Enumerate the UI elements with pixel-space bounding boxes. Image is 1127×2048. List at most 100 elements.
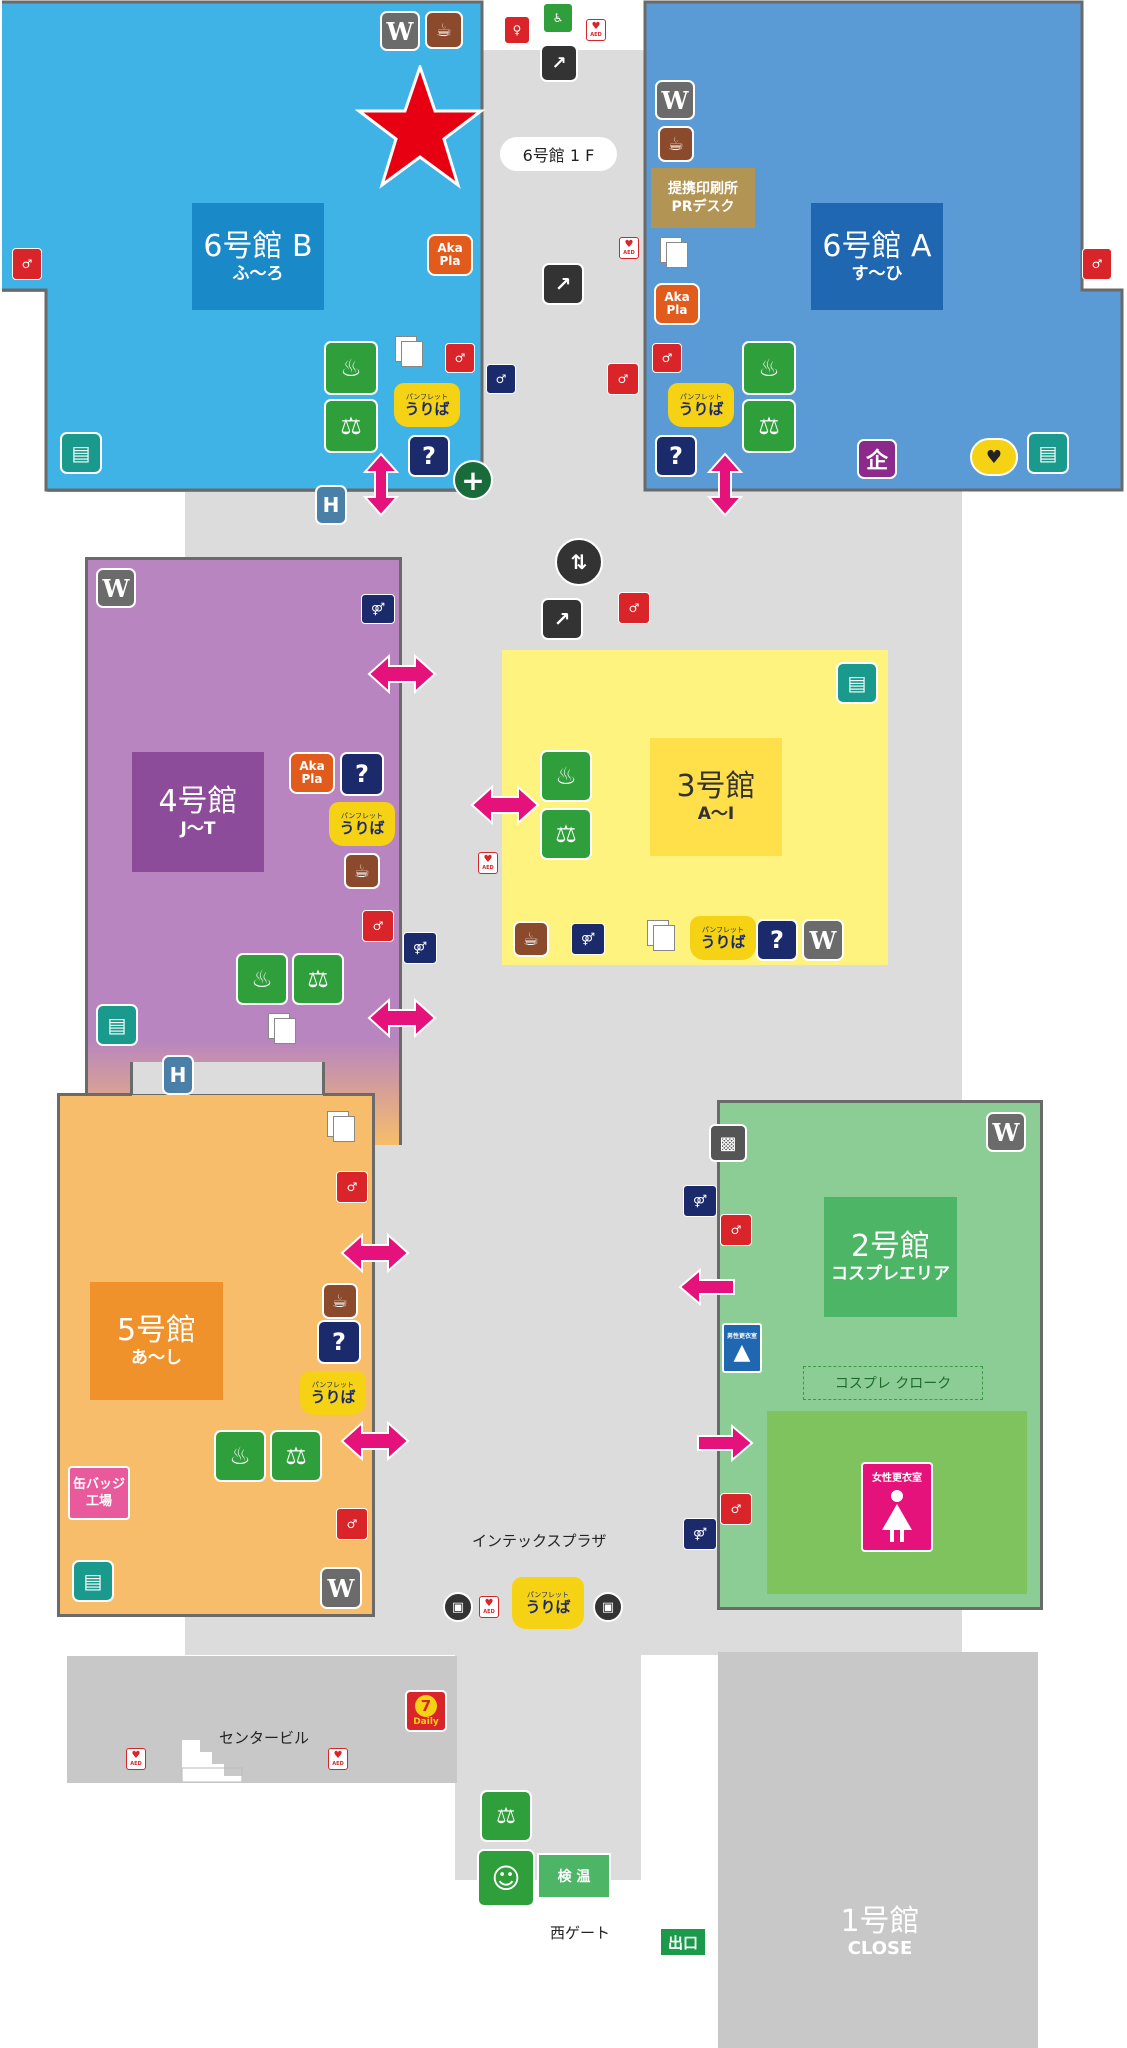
aed-icon[interactable]: ♥AED [328,1748,348,1770]
toilet-mf-icon[interactable]: ⚤ [571,923,605,955]
pamph-main: うりば [339,818,385,837]
cart-icon[interactable]: ▤ [96,1004,138,1046]
wifi-w-icon[interactable]: W [96,568,136,608]
aed-label: AED [483,1609,495,1615]
toilet-mf-icon[interactable]: ⚤ [361,594,395,624]
toilet-icon[interactable]: ♂ [445,343,475,373]
aed-icon[interactable]: ♥AED [619,237,639,259]
cart-icon[interactable]: ▤ [1027,432,1069,474]
temp-check-box[interactable]: 検 温 [537,1853,611,1899]
aed-icon[interactable]: ♥AED [478,852,498,874]
first-aid-icon[interactable]: + [453,460,493,500]
aed-icon[interactable]: ♥AED [586,19,606,41]
wifi-w-icon[interactable]: W [320,1567,362,1609]
toilet-icon[interactable]: ♂ [607,363,639,395]
baggage-icon[interactable]: H [315,485,347,525]
dressing-room-icon[interactable]: 男性更衣室 ▲ [722,1323,762,1373]
cart-icon[interactable]: ▤ [72,1560,114,1602]
handwash-icon[interactable]: ♨ [214,1430,266,1482]
sanitizer-icon[interactable]: ⚖ [742,399,796,453]
pamphlet-sales-icon[interactable]: パンフレットうりば [668,383,734,427]
help-icon[interactable]: ? [655,435,697,477]
pamph-main: うりば [310,1387,356,1406]
toilet-mf-icon[interactable]: ⚤ [683,1518,717,1550]
help-icon[interactable]: ? [408,435,450,477]
aed-icon[interactable]: ♥AED [126,1748,146,1770]
toilet-men-icon[interactable]: ♂ [486,364,516,394]
toilet-mf-icon[interactable]: ⚤ [403,932,437,964]
toilet-icon[interactable]: ♂ [362,910,394,942]
cart-icon[interactable]: ▤ [60,432,102,474]
food-icon[interactable]: ☕ [658,126,694,162]
intex-plaza-label: インテックスプラザ [472,1532,607,1550]
help-icon[interactable]: ? [317,1320,361,1364]
women-dressing-room[interactable]: 女性更衣室 [861,1462,933,1552]
bus-icon[interactable]: ▩ [709,1124,747,1162]
arrow-4-upper [367,653,437,695]
toilet-icon[interactable]: ♀ [504,16,530,44]
locker-icon[interactable]: ▣ [443,1592,473,1622]
multipurpose-toilet-icon[interactable]: ♿ [543,3,573,33]
toilet-icon[interactable]: ♂ [12,248,42,280]
floor-label: 6号館 1 F [500,137,617,171]
handwash-icon[interactable]: ♨ [540,750,592,802]
hall-5-topedge [57,1093,132,1096]
toilet-mf-icon[interactable]: ⚤ [683,1185,717,1217]
sanitizer-icon[interactable]: ⚖ [292,953,344,1005]
delivery-cat-icon[interactable]: ♥ [970,438,1018,476]
exit-label: 出口 [667,1933,698,1952]
toilet-icon[interactable]: ♂ [720,1493,752,1525]
pamphlet-sales-icon[interactable]: パンフレットうりば [512,1577,584,1629]
thermometer-person-icon[interactable]: ☺ [477,1849,535,1907]
toilet-icon[interactable]: ♂ [336,1171,368,1203]
cart-icon[interactable]: ▤ [836,662,878,704]
pamphlet-sales-icon[interactable]: パンフレットうりば [300,1371,366,1415]
toilet-icon[interactable]: ♂ [652,343,682,373]
pamphlet-sales-icon[interactable]: パンフレットうりば [329,802,395,846]
exit-sign[interactable]: 出口 [659,1927,707,1957]
food-icon[interactable]: ☕ [344,853,380,889]
help-icon[interactable]: ? [756,919,798,961]
can-badge-factory[interactable]: 缶バッジ 工場 [68,1466,130,1520]
sanitizer-icon[interactable]: ⚖ [540,808,592,860]
food-icon[interactable]: ☕ [322,1283,358,1319]
handwash-icon[interactable]: ♨ [236,953,288,1005]
sanitizer-icon[interactable]: ⚖ [480,1790,532,1842]
pamph-top: パンフレット [311,1380,355,1389]
wifi-w-icon[interactable]: W [986,1112,1026,1152]
help-icon[interactable]: ? [340,752,384,796]
toilet-icon[interactable]: ♂ [336,1508,368,1540]
handwash-icon[interactable]: ♨ [742,341,796,395]
daily-yamazaki-icon[interactable]: 7 Daily [405,1690,447,1732]
food-icon[interactable]: ☕ [513,921,549,957]
food-icon[interactable]: ☕ [425,11,463,49]
hall-1-name: 1号館 [840,1904,920,1939]
locker-icon[interactable]: ▣ [593,1592,623,1622]
handwash-icon[interactable]: ♨ [324,341,378,395]
escalator-icon[interactable]: ↗ [540,44,578,82]
cosplay-cloak[interactable]: コスプレ クローク [803,1366,983,1400]
aed-icon[interactable]: ♥AED [479,1596,499,1618]
pamphlet-sales-icon[interactable]: パンフレットうりば [394,383,460,427]
pr-desk[interactable]: 提携印刷所 PRデスク [651,168,755,228]
toilet-icon[interactable]: ♂ [618,592,650,624]
hall-4-range: J～T [180,819,216,839]
paper-icon [647,920,677,952]
wifi-w-icon[interactable]: W [802,919,844,961]
corporate-booth-icon[interactable]: 企 [857,439,897,479]
sanitizer-icon[interactable]: ⚖ [324,399,378,453]
baggage-icon[interactable]: H [162,1055,194,1095]
escalator-icon[interactable]: ↗ [541,598,583,640]
wifi-w-icon[interactable]: W [655,80,695,120]
sanitizer-icon[interactable]: ⚖ [270,1430,322,1482]
hall-5-topedge-r [323,1093,375,1096]
elevator-icon[interactable]: ⇅ [555,538,603,586]
pamphlet-sales-icon[interactable]: パンフレットうりば [690,916,756,960]
toilet-icon[interactable]: ♂ [1082,248,1112,280]
toilet-icon[interactable]: ♂ [720,1214,752,1246]
wifi-w-icon[interactable]: W [380,11,420,51]
escalator-icon[interactable]: ↗ [542,263,584,305]
